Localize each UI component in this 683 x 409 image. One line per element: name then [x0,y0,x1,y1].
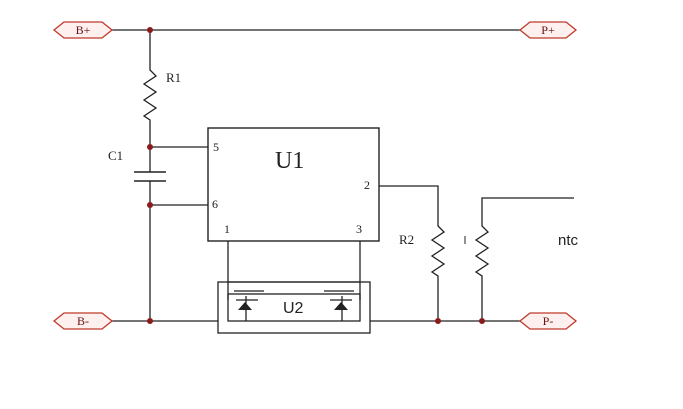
junction-pin5 [147,144,153,150]
u2-right-mosfet-arrow [334,302,348,310]
pin-6-label: 6 [212,197,218,211]
b-plus-label: B+ [76,23,91,37]
u2-label: U2 [283,300,304,317]
junction-ntc-bottom [479,318,485,324]
junction-r2-bottom [435,318,441,324]
ntc-label: ntc [558,232,579,249]
junction-pin6 [147,202,153,208]
r2-resistor [430,222,446,282]
ntc-top-wire [481,197,574,222]
pin-2-label: 2 [364,178,370,192]
b-plus-connector [52,21,114,39]
pin2-wire [379,185,439,222]
p-plus-label: P+ [541,23,555,37]
connectors [52,21,578,330]
junction-bottom-left [147,318,153,324]
resistors [142,66,490,282]
pin-3-label: 3 [356,222,362,236]
junctions [147,27,485,324]
r1-resistor [142,66,158,126]
ntc-resistor [474,222,490,282]
u2-left-mosfet-arrow [238,302,252,310]
u2-mosfet-arrows [238,302,348,310]
pin-1-label: 1 [224,222,230,236]
r1-label: R1 [166,70,181,85]
c1-label: C1 [108,148,123,163]
b-minus-label: B- [77,314,89,328]
pin-5-label: 5 [213,140,219,154]
u2-outer-box [217,281,371,334]
u2-inner-box [227,293,361,322]
p-plus-connector [518,21,578,39]
p-minus-label: P- [543,314,554,328]
capacitor-c1 [134,171,166,182]
b-minus-connector [52,312,114,330]
r2-label: R2 [399,232,414,247]
u1-box [207,127,380,242]
u2-module [217,281,371,334]
junction-top-left [147,27,153,33]
p-minus-connector [518,312,578,330]
u1-label: U1 [275,148,304,174]
